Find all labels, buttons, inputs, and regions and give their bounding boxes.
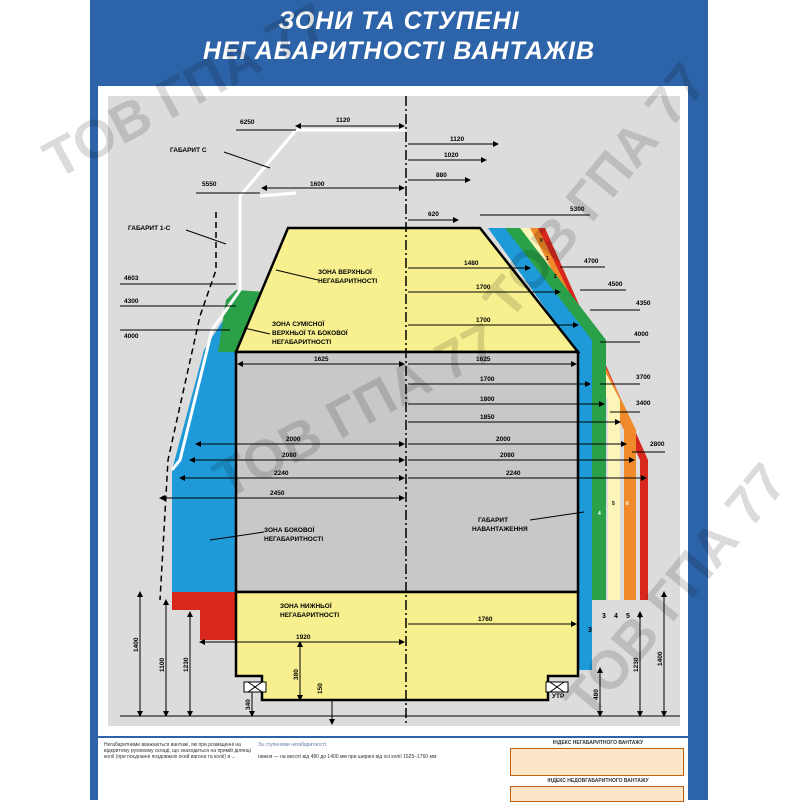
diagram-panel: ГАБАРИТ С ГАБАРИТ 1-С ЗОНА ВЕРХНЬОЇ НЕГА… [98,86,688,736]
table2-title: ІНДЕКС НЕДОВГАБАРИТНОГО ВАНТАЖУ [547,778,649,784]
gauge-diagram: ГАБАРИТ С ГАБАРИТ 1-С ЗОНА ВЕРХНЬОЇ НЕГА… [108,96,680,726]
dim-right-1700-c: 1700 [480,376,495,383]
title-line-2: НЕГАБАРИТНОСТІ ВАНТАЖІВ [202,37,596,65]
dim-1760: 1760 [478,616,493,623]
degree-4: 4 [614,613,618,620]
dim-left-4300: 4300 [124,298,139,305]
zone-degree-4 [503,228,606,600]
label-zone-top-1: ЗОНА ВЕРХНЬОЇ [318,268,372,276]
stripe-mark-5: 5 [612,501,615,507]
dim-4700: 4700 [584,258,599,265]
bottom-text-left: Негабаритними вважаються вантажі, які пр… [104,742,251,760]
label-loading-gauge-1: ГАБАРИТ [478,517,508,524]
stripe-mark-4: 4 [598,511,601,517]
dim-left-2080: 2080 [282,452,297,459]
dim-right-1120: 1120 [450,136,464,143]
label-zone-bottom-1: ЗОНА НИЖНЬОЇ [280,602,332,610]
dim-4603: 4603 [124,275,139,282]
dim-380: 380 [293,669,300,680]
dim-right-1700-b: 1700 [476,317,491,324]
dim-left-1100: 1100 [159,658,166,672]
dim-480: 480 [593,689,600,700]
degree-5: 5 [626,613,630,620]
dim-left-1230: 1230 [183,657,190,672]
label-zone-mixed-2: ВЕРХНЬОЇ ТА БОКОВОЇ [272,329,348,337]
dim-1020: 1020 [444,152,459,159]
zone-bottom [234,590,580,702]
dim-1480: 1480 [464,260,479,267]
label-gabarit-1c: ГАБАРИТ 1-С [128,225,171,232]
dim-150: 150 [317,683,324,694]
label-zone-top-2: НЕГАБАРИТНОСТІ [318,278,377,285]
index-table-1 [510,748,684,776]
label-utr: УТР [552,693,565,700]
stripe-mark-1: 1 [546,256,549,262]
dim-3700: 3700 [636,374,651,381]
title-line-1: ЗОНИ ТА СТУПЕНІ [278,7,520,35]
page-title: ЗОНИ ТА СТУПЕНІ НЕГАБАРИТНОСТІ ВАНТАЖІВ [90,6,708,66]
dim-1800: 1800 [480,396,495,403]
stripe-mark-6: 6 [626,501,629,507]
label-gabarit-c: ГАБАРИТ С [170,147,207,154]
dim-right-1400: 1400 [657,651,664,666]
bottom-text-mid-1: За ступенями негабаритності: [258,742,328,748]
dim-left-1400: 1400 [133,637,140,652]
dim-right-4000: 4000 [634,331,649,338]
gabarit-c-outline [170,129,298,471]
dim-right-1230: 1230 [633,657,640,672]
label-loading-gauge-2: НАВАНТАЖЕННЯ [472,526,528,533]
dim-620: 620 [428,211,439,218]
dim-2450: 2450 [270,490,285,497]
label-zone-mixed-3: НЕГАБАРИТНОСТІ [272,339,331,346]
stripe-mark-2: 2 [554,274,557,280]
zone-degree-5-orange [520,228,636,600]
dim-6250: 6250 [240,119,255,126]
label-zone-side-1: ЗОНА БОКОВОЇ [264,526,315,534]
dim-left-4000: 4000 [124,333,139,340]
bottom-text-panel: Негабаритними вважаються вантажі, які пр… [98,738,688,802]
label-zone-mixed-1: ЗОНА СУМІСНОЇ [272,320,325,328]
dim-right-2000: 2000 [496,436,511,443]
dim-2800: 2800 [650,441,665,448]
gabarit-1c-top [259,191,297,198]
dim-3400: 3400 [636,400,651,407]
stripe-mark-3: 3 [588,627,592,634]
table1-title: ІНДЕКС НЕГАБАРИТНОГО ВАНТАЖУ [552,740,644,746]
zone-bottom-left-red [172,592,236,610]
dim-1850: 1850 [480,414,495,421]
dim-left-2240: 2240 [274,470,289,477]
dim-right-2240: 2240 [506,470,521,477]
dim-4500: 4500 [608,281,623,288]
degree-6: 6 [638,613,642,620]
rail-symbols [243,681,569,693]
zone-degree-3 [488,228,592,670]
dim-880: 880 [436,172,447,179]
dim-left-1625: 1625 [314,356,329,363]
stripe-mark-0: 0 [540,238,543,244]
gabarit-1c-outline [159,212,217,601]
dim-1600: 1600 [310,181,325,188]
zone-bottom-red [200,610,236,640]
dim-right-1700-a: 1700 [476,284,491,291]
dim-left-1120: 1120 [336,117,350,124]
dim-right-1625: 1625 [476,356,491,363]
dim-left-2000: 2000 [286,436,301,443]
label-zone-side-2: НЕГАБАРИТНОСТІ [264,536,323,543]
dim-340: 340 [245,699,252,710]
dimension-lines [120,123,680,725]
dim-4350: 4350 [636,300,651,307]
dim-right-2080: 2080 [500,452,515,459]
dim-5550: 5550 [202,181,217,188]
dim-1920: 1920 [296,634,311,641]
dim-5300: 5300 [570,206,585,213]
bottom-text-mid-2: нижня — на висоті від 480 до 1400 мм при… [258,754,437,760]
degree-3: 3 [602,613,606,620]
label-zone-bottom-2: НЕГАБАРИТНОСТІ [280,612,339,619]
